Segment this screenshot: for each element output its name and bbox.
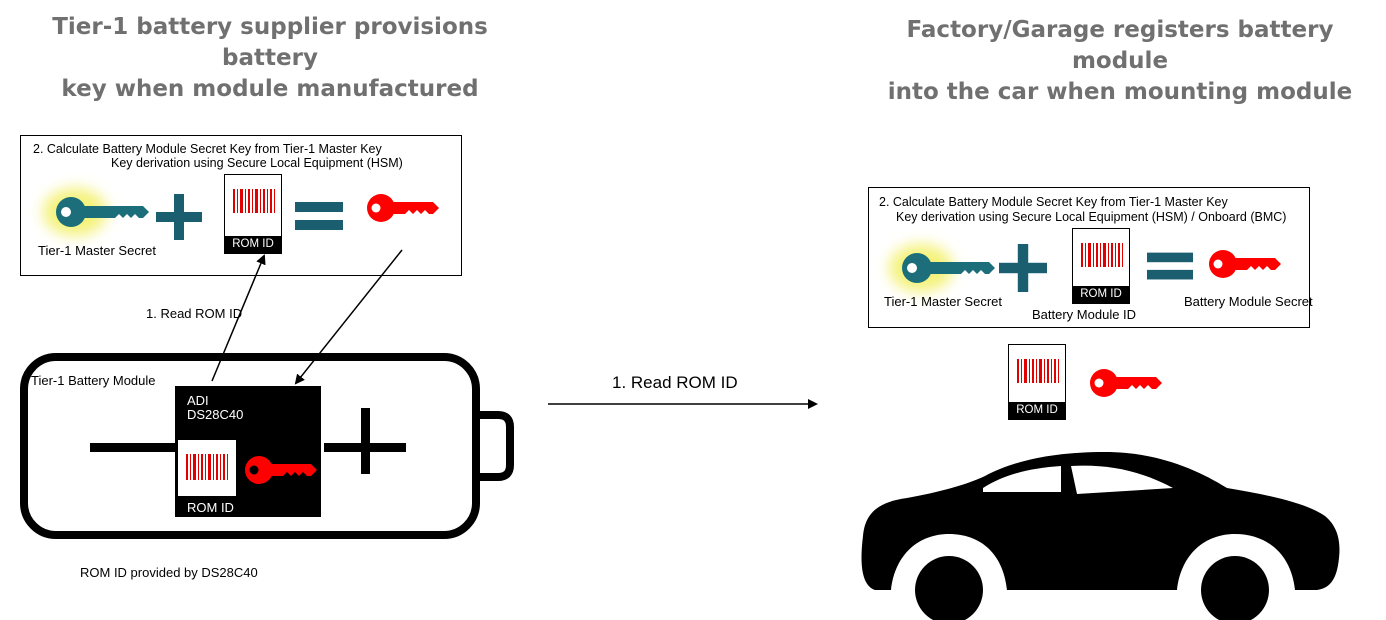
battery-icon [20,353,514,539]
equals-icon [295,202,343,230]
right-rom-card: ROM ID [1072,228,1130,304]
teal-key-icon [889,244,995,292]
plus-icon [156,194,202,240]
teal-key-icon [43,188,149,236]
right-heading-line1: Factory/Garage registers battery module [906,17,1334,74]
right-calc-line2: Key derivation using Secure Local Equipm… [896,210,1287,224]
car-rom-card: ROM ID [1008,344,1066,420]
red-key-icon [367,194,439,222]
left-rom-id-label: ROM ID [225,236,281,253]
middle-read-rom-label: 1. Read ROM ID [612,373,738,392]
barcode-icon [1017,359,1059,383]
red-key-icon [1090,369,1162,397]
left-heading-line1: Tier-1 battery supplier provisions batte… [52,14,488,71]
left-heading: Tier-1 battery supplier provisions batte… [10,12,530,105]
red-key-icon [1209,250,1281,278]
plus-icon [999,244,1047,292]
right-heading: Factory/Garage registers battery module … [860,15,1380,108]
left-calc-box: 2. Calculate Battery Module Secret Key f… [20,135,462,276]
barcode-icon [233,189,275,213]
car-rom-id-label: ROM ID [1009,402,1065,419]
barcode-icon [186,454,228,480]
module-id-label: Battery Module ID [1032,307,1137,322]
left-calc-line1: 2. Calculate Battery Module Secret Key f… [33,142,382,156]
left-master-secret-label: Tier-1 Master Secret [38,243,156,258]
chip-line1: ADI [187,393,209,408]
equals-icon [1147,252,1193,280]
module-label: Tier-1 Battery Module [31,373,156,388]
right-calc-line1: 2. Calculate Battery Module Secret Key f… [879,195,1228,209]
barcode-icon [1081,243,1123,267]
module-secret-label: Battery Module Secret [1184,294,1313,309]
right-calc-box: 2. Calculate Battery Module Secret Key f… [868,187,1313,328]
left-read-rom-label: 1. Read ROM ID [146,306,243,321]
right-heading-line2: into the car when mounting module [887,79,1353,105]
left-heading-line2: key when module manufactured [61,76,479,102]
car-icon [861,452,1340,620]
chip-line2: DS28C40 [187,407,244,422]
left-rom-card: ROM ID [224,174,282,254]
left-calc-line2: Key derivation using Secure Local Equipm… [111,156,403,170]
chip-rom-id-label: ROM ID [187,500,234,515]
right-master-secret-label: Tier-1 Master Secret [884,294,1002,309]
chip-rom-card [178,440,236,496]
left-footer: ROM ID provided by DS28C40 [80,565,258,580]
right-rom-id-label: ROM ID [1073,286,1129,303]
ds28c40-chip: ADI DS28C40 ROM ID [175,386,321,517]
red-key-icon [245,456,317,484]
